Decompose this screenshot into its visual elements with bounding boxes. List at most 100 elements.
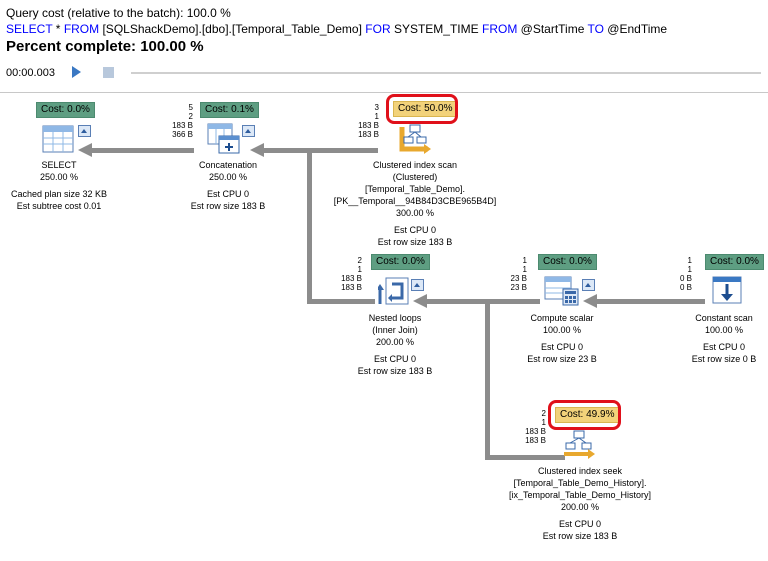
cost-badge: Cost: 0.0%: [371, 254, 430, 270]
row-stat: 183 B: [172, 121, 193, 130]
divider: [0, 92, 768, 93]
label-line: 100.00 %: [542, 325, 582, 335]
highlight-ring: [386, 94, 458, 124]
row-stat: 2: [188, 112, 193, 121]
arrowhead-nested: [413, 294, 427, 308]
progress-track[interactable]: [131, 72, 761, 74]
row-stat: 1: [687, 265, 692, 274]
sql-keyword: FROM: [63, 22, 100, 36]
execution-plan: Cost: 0.0% SELECT 250.00 % Cached plan s…: [0, 93, 768, 561]
sql-text: SYSTEM_TIME: [390, 22, 482, 36]
label-line: Est row size 183 B: [357, 366, 433, 376]
node-label: Clustered index seek [Temporal_Table_Dem…: [492, 465, 668, 542]
label-line: Est subtree cost 0.01: [16, 201, 102, 211]
label-line: [ix_Temporal_Table_Demo_History]: [508, 490, 652, 500]
row-stat: 183 B: [525, 427, 546, 436]
label-line: (Inner Join): [372, 325, 418, 335]
row-stat: 183 B: [341, 274, 362, 283]
label-line: Est CPU 0: [393, 225, 436, 235]
row-stats: 1 1 0 B 0 B: [656, 256, 692, 292]
row-stat: 183 B: [358, 130, 379, 139]
sql-statement[interactable]: SELECT * FROM [SQLShackDemo].[dbo].[Temp…: [6, 22, 667, 36]
label-line: Est CPU 0: [206, 189, 249, 199]
edge-cis-to-concat: [262, 148, 378, 153]
label-line: [Temporal_Table_Demo_History].: [513, 478, 647, 488]
row-stat: 1: [541, 418, 546, 427]
edge-constant-to-compute: [595, 299, 705, 304]
sql-keyword: FOR: [365, 22, 391, 36]
highlight-ring: [548, 400, 621, 430]
edge-seek-vertical: [485, 299, 490, 459]
row-stats: 3 1 183 B 183 B: [343, 103, 379, 139]
edge-compute-to-nested: [425, 299, 540, 304]
expand-icon[interactable]: [78, 125, 91, 137]
cost-badge: Cost: 0.0%: [705, 254, 764, 270]
arrowhead-select: [78, 143, 92, 157]
expand-icon[interactable]: [582, 279, 595, 291]
row-stat: 0 B: [679, 274, 692, 283]
edge-concat-to-select: [90, 148, 194, 153]
row-stats: 2 1 183 B 183 B: [510, 409, 546, 445]
elapsed-time: 00:00.003: [6, 67, 55, 79]
row-stat: 1: [687, 256, 692, 265]
row-stat: 23 B: [510, 283, 527, 292]
select-icon: [42, 125, 74, 153]
expand-icon[interactable]: [242, 125, 255, 137]
label-line: 100.00 %: [704, 325, 744, 335]
row-stat: 5: [188, 103, 193, 112]
node-label: Concatenation 250.00 % Est CPU 0 Est row…: [176, 159, 280, 212]
label-line: 250.00 %: [208, 172, 248, 182]
row-stat: 183 B: [341, 283, 362, 292]
compute-scalar-icon: [544, 276, 579, 306]
row-stat: 23 B: [510, 274, 527, 283]
edge-nested-vertical: [307, 148, 312, 303]
label-line: 200.00 %: [375, 337, 415, 347]
label-line: Cached plan size 32 KB: [10, 189, 108, 199]
nested-loops-icon: [378, 277, 409, 305]
label-line: Est row size 0 B: [691, 354, 757, 364]
play-icon[interactable]: [72, 66, 81, 78]
row-stat: 1: [357, 265, 362, 274]
query-header: Query cost (relative to the batch): 100.…: [0, 0, 768, 92]
row-stat: 1: [374, 112, 379, 121]
label-line: Est row size 183 B: [190, 201, 266, 211]
sql-text: @StartTime: [517, 22, 588, 36]
label-line: Est row size 183 B: [542, 531, 618, 541]
arrowhead-compute: [583, 294, 597, 308]
constant-scan-icon: [712, 276, 742, 304]
row-stats: 1 1 23 B 23 B: [491, 256, 527, 292]
sql-keyword: SELECT: [6, 22, 53, 36]
label-line: Est CPU 0: [702, 342, 745, 352]
label-line: [Temporal_Table_Demo].: [364, 184, 466, 194]
row-stat: 2: [541, 409, 546, 418]
node-label: Constant scan 100.00 % Est CPU 0 Est row…: [680, 312, 768, 365]
row-stat: 183 B: [358, 121, 379, 130]
label-line: SELECT: [41, 160, 77, 170]
label-line: [PK__Temporal__94B84D3CBE965B4D]: [333, 196, 497, 206]
clustered-index-scan-icon: [399, 124, 431, 154]
node-label: Nested loops (Inner Join) 200.00 % Est C…: [340, 312, 450, 377]
row-stats: 2 1 183 B 183 B: [326, 256, 362, 292]
label-line: Est CPU 0: [373, 354, 416, 364]
sql-keyword: TO: [587, 22, 604, 36]
clustered-index-seek-icon: [564, 430, 595, 459]
percent-complete: Percent complete: 100.00 %: [6, 38, 204, 55]
edge-nested-horizontal: [307, 299, 375, 304]
cost-badge: Cost: 50.0%: [393, 101, 458, 117]
label-line: Nested loops: [368, 313, 422, 323]
row-stat: 3: [374, 103, 379, 112]
sql-text: @EndTime: [603, 22, 668, 36]
label-line: 200.00 %: [560, 502, 600, 512]
expand-icon[interactable]: [411, 279, 424, 291]
label-line: Compute scalar: [530, 313, 594, 323]
label-line: Est row size 183 B: [377, 237, 453, 247]
stop-icon[interactable]: [103, 67, 114, 78]
label-line: Concatenation: [198, 160, 258, 170]
edge-seek-horizontal: [485, 455, 565, 460]
row-stats: 5 2 183 B 366 B: [157, 103, 193, 139]
concatenation-icon: [207, 123, 240, 154]
row-stat: 1: [522, 265, 527, 274]
row-stat: 2: [357, 256, 362, 265]
label-line: 250.00 %: [39, 172, 79, 182]
node-label: SELECT 250.00 % Cached plan size 32 KB E…: [6, 159, 112, 212]
